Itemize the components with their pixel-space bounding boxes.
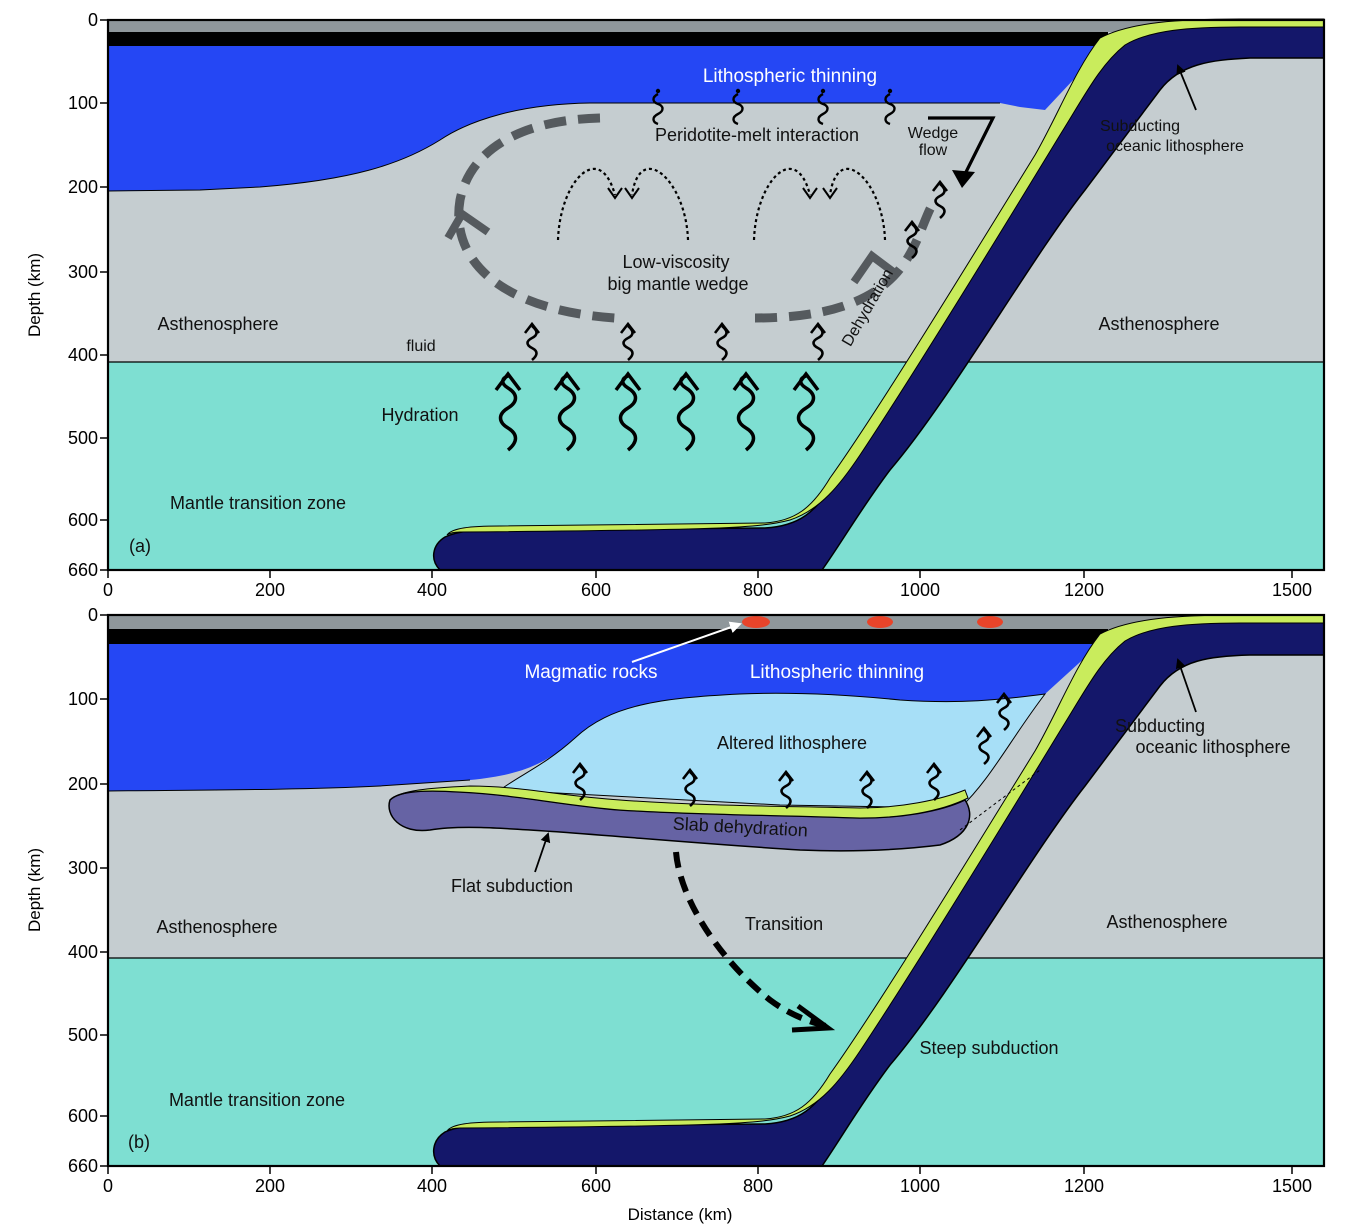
steep-subduction-label: Steep subduction	[919, 1038, 1058, 1058]
crust-lower-band	[108, 32, 1108, 46]
wedge-flow-label-2: flow	[919, 142, 948, 159]
crust-upper-band	[108, 615, 1324, 629]
svg-text:200: 200	[255, 580, 285, 600]
magmatic-rocks-label: Magmatic rocks	[524, 662, 657, 683]
asthenosphere-right-label: Asthenosphere	[1098, 314, 1219, 334]
continental-lithosphere-region	[108, 46, 1105, 191]
svg-text:300: 300	[68, 262, 98, 282]
subducting-label-2: oceanic lithosphere	[1106, 138, 1244, 155]
panel-b-y-axis: 0 100 200 300 400 500 600 660 Depth (km)	[25, 605, 108, 1176]
hydration-label: Hydration	[381, 405, 458, 425]
svg-text:1500: 1500	[1272, 580, 1312, 600]
subducting-label-2: oceanic lithosphere	[1135, 737, 1290, 757]
x-axis-label: Distance (km)	[628, 1205, 733, 1224]
convection-loops	[556, 167, 887, 241]
mantle-flow-left-arrow	[454, 113, 616, 323]
svg-text:600: 600	[581, 580, 611, 600]
svg-text:400: 400	[417, 1176, 447, 1196]
svg-text:0: 0	[88, 605, 98, 625]
flow-arrowhead-icon	[850, 250, 899, 285]
low-viscosity-label-1: Low-viscosity	[622, 252, 729, 272]
svg-text:660: 660	[68, 1156, 98, 1176]
magmatic-rock-icon	[742, 616, 770, 628]
panel-b-x-axis: 0 200 400 600 800 1000 1200 1500 Distanc…	[103, 1166, 1312, 1224]
lithospheric-thinning-label: Lithospheric thinning	[750, 662, 924, 683]
asthenosphere-left-label: Asthenosphere	[156, 917, 277, 937]
transition-arrow	[673, 851, 827, 1029]
panel-a-tag: (a)	[129, 536, 151, 556]
svg-text:200: 200	[255, 1176, 285, 1196]
panel-b-frame	[106, 613, 1326, 1168]
svg-text:1000: 1000	[900, 580, 940, 600]
transition-label: Transition	[745, 914, 823, 934]
lithospheric-thinning-label: Lithospheric thinning	[703, 66, 877, 87]
panel-b-tag: (b)	[128, 1132, 150, 1152]
svg-text:1500: 1500	[1272, 1176, 1312, 1196]
svg-text:600: 600	[68, 510, 98, 530]
altered-lithosphere-label: Altered lithosphere	[717, 733, 867, 753]
flat-slab-crust	[389, 785, 969, 819]
svg-text:400: 400	[68, 345, 98, 365]
magmatic-rocks-pointer	[631, 621, 742, 663]
transition-arrowhead-icon	[791, 1003, 836, 1033]
svg-text:1000: 1000	[900, 1176, 940, 1196]
svg-text:500: 500	[68, 1025, 98, 1045]
svg-text:1200: 1200	[1064, 1176, 1104, 1196]
svg-text:1200: 1200	[1064, 580, 1104, 600]
y-axis-label: Depth (km)	[25, 848, 44, 932]
wedge-flow-arrow	[928, 116, 996, 179]
mantle-transition-zone-label: Mantle transition zone	[170, 493, 346, 513]
svg-text:600: 600	[68, 1106, 98, 1126]
flat-subduction-label: Flat subduction	[451, 876, 573, 896]
svg-text:200: 200	[68, 774, 98, 794]
flow-arrowhead-icon	[444, 208, 491, 241]
magmatic-rock-icon	[867, 616, 893, 628]
slab-oceanic-crust	[446, 18, 1325, 536]
crust-upper-band	[108, 20, 1324, 32]
svg-text:200: 200	[68, 177, 98, 197]
slab-oceanic-crust	[446, 614, 1325, 1132]
svg-text:400: 400	[417, 580, 447, 600]
subducting-label-1: Subducting	[1115, 716, 1205, 736]
wedge-flow-label-1: Wedge	[908, 125, 959, 142]
panel-a-x-axis: 0 200 400 600 800 1000 1200 1500	[103, 570, 1312, 600]
panel-a: Lithospheric thinning Peridotite-melt in…	[25, 10, 1326, 600]
panel-a-frame	[106, 18, 1326, 572]
svg-text:800: 800	[743, 580, 773, 600]
svg-text:100: 100	[68, 93, 98, 113]
mantle-transition-zone-label: Mantle transition zone	[169, 1090, 345, 1110]
peridotite-melt-label: Peridotite-melt interaction	[655, 125, 859, 145]
svg-text:300: 300	[68, 858, 98, 878]
panel-a-y-axis: 0 100 200 300 400 500 600 660 Depth (km)	[25, 10, 108, 580]
subducting-label-1: Subducting	[1100, 118, 1180, 135]
svg-text:800: 800	[743, 1176, 773, 1196]
asthenosphere-left-label: Asthenosphere	[157, 314, 278, 334]
svg-text:400: 400	[68, 942, 98, 962]
crust-lower-band	[108, 629, 1108, 644]
svg-text:660: 660	[68, 560, 98, 580]
svg-text:0: 0	[103, 580, 113, 600]
svg-text:0: 0	[103, 1176, 113, 1196]
fluid-label: fluid	[406, 338, 435, 355]
panel-b: Magmatic rocks Lithospheric thinning Alt…	[25, 605, 1326, 1224]
magmatic-rock-icon	[977, 616, 1003, 628]
svg-text:0: 0	[88, 10, 98, 30]
svg-text:500: 500	[68, 428, 98, 448]
svg-text:100: 100	[68, 689, 98, 709]
asthenosphere-right-label: Asthenosphere	[1106, 912, 1227, 932]
low-viscosity-label-2: big mantle wedge	[607, 274, 748, 294]
svg-text:600: 600	[581, 1176, 611, 1196]
y-axis-label: Depth (km)	[25, 253, 44, 337]
